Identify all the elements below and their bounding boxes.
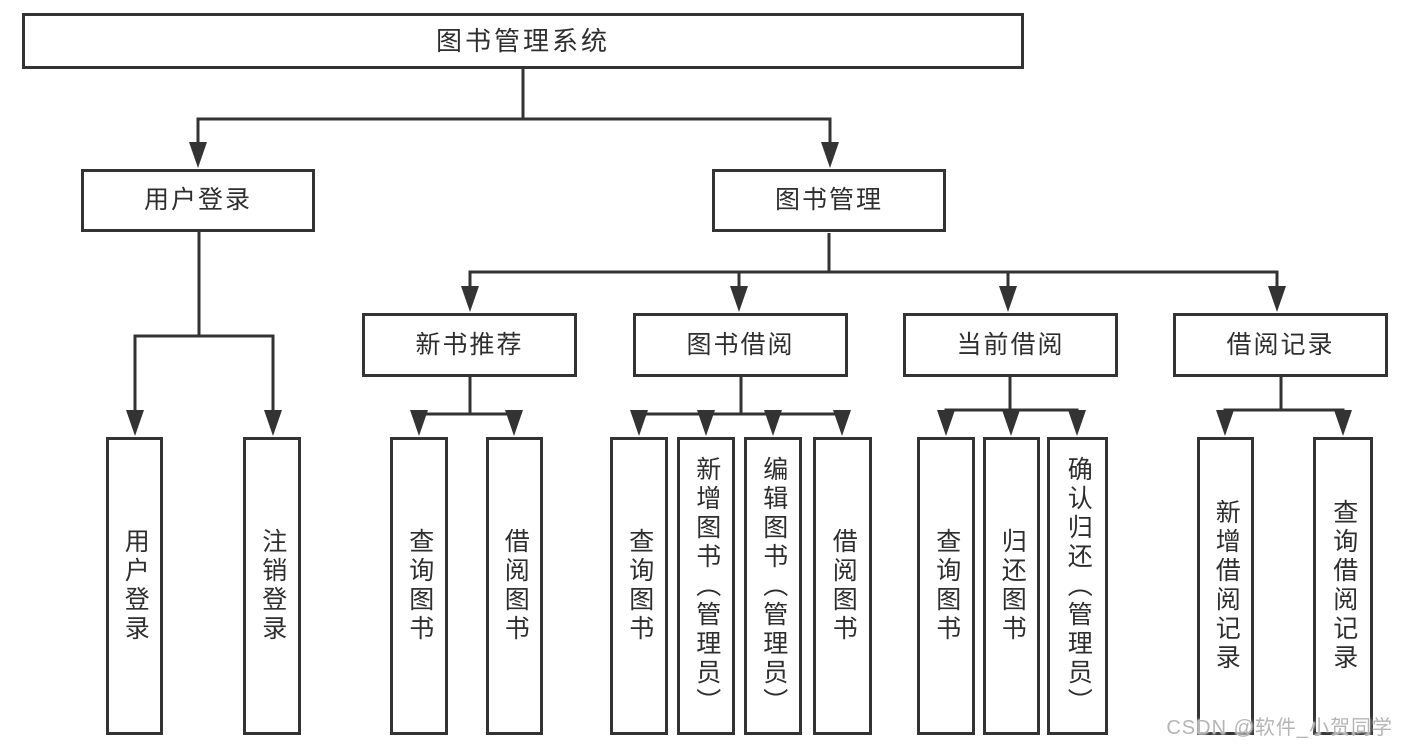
- leaf-add-borrow-record: 新增借阅记录: [1197, 437, 1254, 735]
- node-label: 借阅图书: [829, 528, 858, 644]
- node-label: 编辑图书（管理员）: [759, 455, 788, 717]
- csdn-watermark: CSDN @软件_小贺同学: [1166, 717, 1393, 739]
- node-label: 确认归还（管理员）: [1064, 455, 1093, 717]
- leaf-confirm-return-admin: 确认归还（管理员）: [1047, 437, 1108, 735]
- node-label: 用户登录: [121, 528, 150, 644]
- node-label: 图书借阅: [686, 330, 795, 359]
- node-current-borrowing: 当前借阅: [903, 313, 1118, 377]
- node-label: 借阅图书: [501, 528, 530, 644]
- node-label: 查询图书: [932, 528, 961, 644]
- node-label: 当前借阅: [956, 330, 1065, 359]
- node-label: 查询图书: [405, 528, 434, 644]
- node-label: 新增借阅记录: [1212, 499, 1241, 673]
- node-label: 注销登录: [258, 528, 287, 644]
- node-label: 新书推荐: [415, 330, 524, 359]
- node-book-management-branch: 图书管理: [712, 169, 946, 232]
- node-borrowing-records: 借阅记录: [1173, 313, 1388, 377]
- node-user-login-branch: 用户登录: [81, 169, 315, 232]
- node-label: 借阅记录: [1226, 330, 1335, 359]
- node-label: 图书管理系统: [435, 26, 610, 56]
- node-new-book-recommendation: 新书推荐: [362, 313, 577, 377]
- leaf-add-books-admin: 新增图书（管理员）: [677, 437, 735, 735]
- leaf-query-books-recommend: 查询图书: [390, 437, 448, 735]
- leaf-query-books-borrowing: 查询图书: [610, 437, 668, 735]
- leaf-edit-books-admin: 编辑图书（管理员）: [744, 437, 802, 735]
- leaf-borrow-books: 借阅图书: [813, 437, 872, 735]
- node-label: 归还图书: [998, 528, 1027, 644]
- node-book-borrowing: 图书借阅: [633, 313, 848, 377]
- leaf-user-login: 用户登录: [106, 437, 163, 735]
- node-label: 用户登录: [143, 186, 252, 214]
- node-label: 查询图书: [625, 528, 654, 644]
- node-label: 图书管理: [774, 186, 883, 214]
- leaf-query-books-current: 查询图书: [917, 437, 975, 735]
- node-label: 新增图书（管理员）: [692, 455, 721, 717]
- leaf-borrow-books-recommend: 借阅图书: [486, 437, 543, 735]
- node-label: 查询借阅记录: [1329, 499, 1358, 673]
- leaf-query-borrow-record: 查询借阅记录: [1313, 437, 1373, 735]
- leaf-return-books: 归还图书: [983, 437, 1040, 735]
- node-library-management-system: 图书管理系统: [22, 13, 1024, 69]
- leaf-logout: 注销登录: [243, 437, 301, 735]
